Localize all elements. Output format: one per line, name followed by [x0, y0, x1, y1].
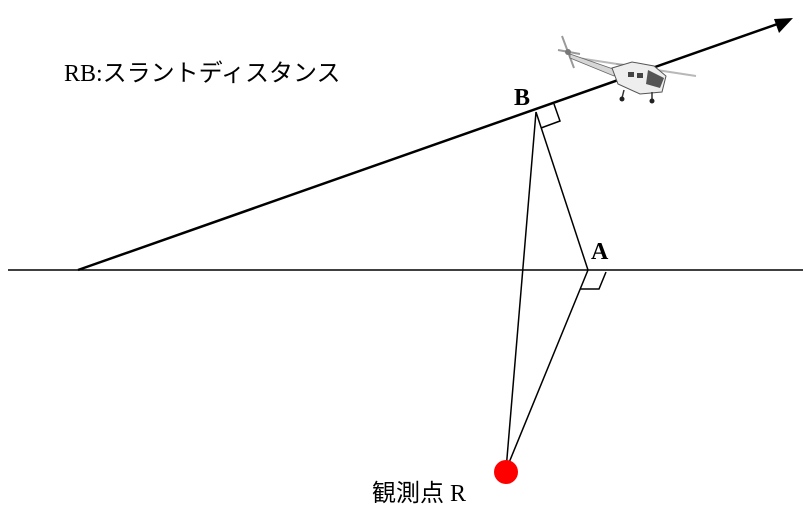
observer-label: 観測点 R — [372, 481, 467, 507]
flight-path-arrowhead — [774, 18, 793, 33]
helicopter-icon — [557, 35, 697, 104]
line-b-a — [535, 111, 589, 271]
observer-point — [494, 460, 518, 484]
slant-distance-caption: RB:スラントディスタンス — [64, 61, 341, 87]
point-a-label: A — [591, 239, 609, 265]
line-r-a — [505, 269, 589, 471]
right-angle-marker-b — [540, 103, 561, 129]
right-angle-marker-a — [580, 271, 607, 290]
point-b-label: B — [514, 85, 531, 111]
flight-path-line — [77, 19, 787, 272]
line-r-b — [505, 111, 537, 471]
